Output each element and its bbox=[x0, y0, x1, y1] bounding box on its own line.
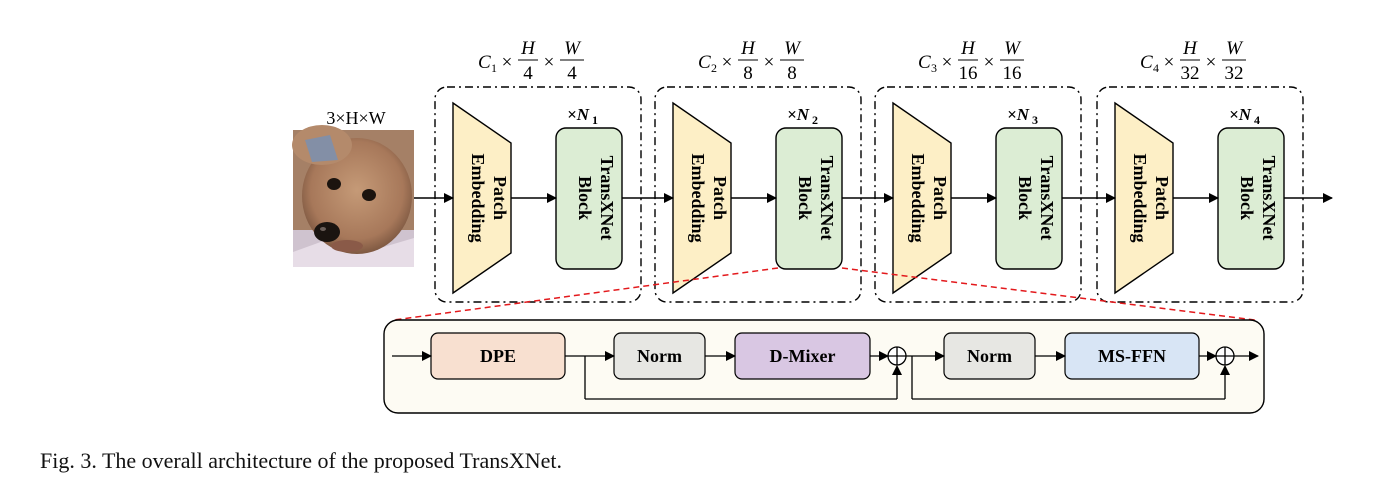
times-2: × bbox=[984, 52, 995, 73]
frac-h-den: 8 bbox=[743, 63, 753, 84]
frac-w-den: 8 bbox=[787, 63, 797, 84]
repeat-sub: 2 bbox=[812, 113, 818, 127]
frac-w-num: W bbox=[564, 38, 582, 59]
input-image bbox=[292, 125, 414, 267]
repeat-label: ×N bbox=[787, 105, 810, 124]
norm-box-1-label: Norm bbox=[637, 346, 682, 366]
frac-h-num: H bbox=[960, 38, 976, 59]
frac-h-num: H bbox=[740, 38, 756, 59]
transxnet-block-label: TransXNetBlock bbox=[575, 156, 617, 241]
frac-h-den: 4 bbox=[523, 63, 533, 84]
figure-caption: Fig. 3. The overall architecture of the … bbox=[40, 448, 562, 473]
patch-embedding bbox=[672, 101, 732, 295]
frac-w-num: W bbox=[1004, 38, 1022, 59]
frac-w-num: W bbox=[1226, 38, 1244, 59]
norm-box-2-label: Norm bbox=[967, 346, 1012, 366]
times-1: × bbox=[722, 52, 733, 73]
input-dim-label: 3×H×W bbox=[326, 108, 385, 128]
patch-embedding bbox=[892, 101, 952, 295]
times-1: × bbox=[502, 52, 513, 73]
repeat-sub: 3 bbox=[1032, 113, 1038, 127]
frac-h-num: H bbox=[1182, 38, 1198, 59]
patch-embedding-label: PatchEmbedding bbox=[688, 153, 730, 242]
dim-c-sub: 3 bbox=[931, 61, 937, 75]
block-detail-panel: DPE Norm D-Mixer Norm MS-FFN bbox=[383, 319, 1265, 414]
times-2: × bbox=[764, 52, 775, 73]
repeat-label: ×N bbox=[1229, 105, 1252, 124]
repeat-label: ×N bbox=[1007, 105, 1030, 124]
patch-embedding-label: PatchEmbedding bbox=[468, 153, 510, 242]
repeat-sub: 1 bbox=[592, 113, 598, 127]
frac-w-den: 4 bbox=[567, 63, 577, 84]
patch-embedding-label: PatchEmbedding bbox=[908, 153, 950, 242]
patch-embedding bbox=[452, 101, 512, 295]
times-1: × bbox=[1164, 52, 1175, 73]
transxnet-block-label: TransXNetBlock bbox=[795, 156, 837, 241]
transxnet-block-label: TransXNetBlock bbox=[1015, 156, 1057, 241]
stage-2-frame bbox=[654, 86, 862, 303]
repeat-label: ×N bbox=[567, 105, 590, 124]
stage-3-frame bbox=[874, 86, 1082, 303]
transxnet-block-label: TransXNetBlock bbox=[1237, 156, 1279, 241]
patch-embedding-label: PatchEmbedding bbox=[1130, 153, 1172, 242]
dim-c: C bbox=[478, 52, 491, 73]
zoom-line-right bbox=[841, 267, 1256, 321]
dim-c-sub: 2 bbox=[711, 61, 717, 75]
frac-h-num: H bbox=[520, 38, 536, 59]
dim-c-sub: 4 bbox=[1153, 61, 1159, 75]
stage-4-frame bbox=[1096, 86, 1304, 303]
times-2: × bbox=[544, 52, 555, 73]
dim-c: C bbox=[1140, 52, 1153, 73]
frac-h-den: 16 bbox=[959, 63, 978, 84]
dpe-box-label: DPE bbox=[480, 346, 516, 366]
times-2: × bbox=[1206, 52, 1217, 73]
msffn-box-label: MS-FFN bbox=[1098, 346, 1166, 366]
frac-w-den: 32 bbox=[1225, 63, 1244, 84]
patch-embedding bbox=[1114, 101, 1174, 295]
dim-c-sub: 1 bbox=[491, 61, 497, 75]
frac-h-den: 32 bbox=[1181, 63, 1200, 84]
dmixer-box-label: D-Mixer bbox=[770, 346, 836, 366]
times-1: × bbox=[942, 52, 953, 73]
dim-c: C bbox=[918, 52, 931, 73]
frac-w-num: W bbox=[784, 38, 802, 59]
frac-w-den: 16 bbox=[1003, 63, 1022, 84]
dim-c: C bbox=[698, 52, 711, 73]
repeat-sub: 4 bbox=[1254, 113, 1260, 127]
zoom-line-left bbox=[393, 267, 779, 321]
stage-1-frame bbox=[434, 86, 642, 303]
